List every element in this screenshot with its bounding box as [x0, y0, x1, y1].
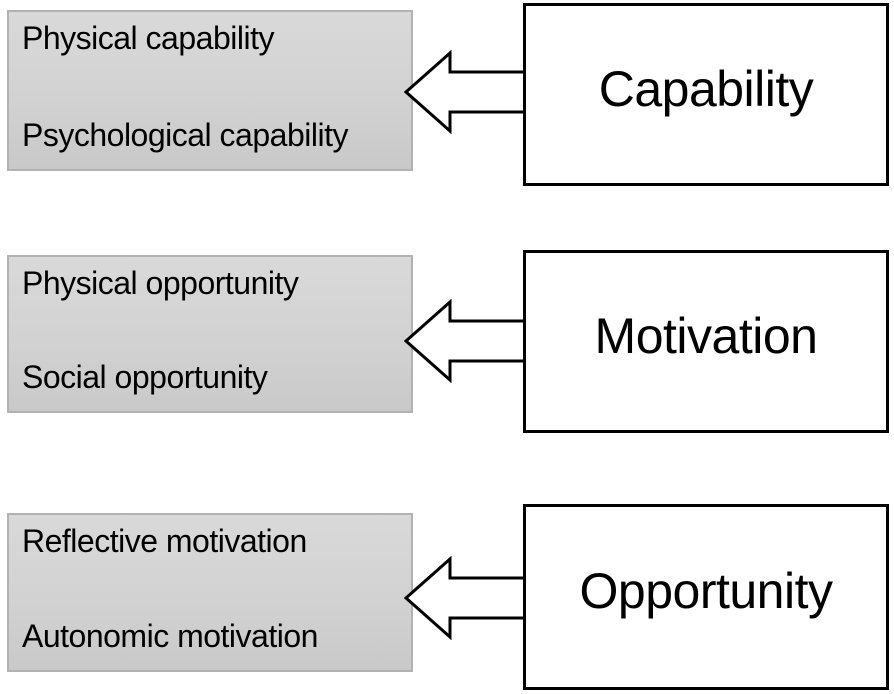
- left-block-arrow-icon: [404, 556, 526, 640]
- source-box-motivation: Reflective motivation Autonomic motivati…: [7, 513, 413, 672]
- target-box-motivation: Motivation: [523, 250, 889, 433]
- source-label: Psychological capability: [22, 117, 348, 153]
- source-box-opportunity: Physical opportunity Social opportunity: [7, 255, 413, 413]
- target-box-capability: Capability: [523, 3, 889, 186]
- source-label: Reflective motivation: [22, 523, 307, 559]
- left-block-arrow-icon: [404, 50, 526, 134]
- target-label: Opportunity: [579, 563, 833, 619]
- target-label: Motivation: [594, 307, 818, 364]
- source-label: Autonomic motivation: [22, 618, 318, 654]
- source-label: Physical opportunity: [22, 265, 299, 301]
- source-label: Social opportunity: [22, 359, 268, 395]
- source-label: Physical capability: [22, 20, 274, 56]
- left-block-arrow-icon: [404, 299, 526, 383]
- target-label: Capability: [598, 60, 814, 117]
- source-box-capability: Physical capability Psychological capabi…: [7, 10, 413, 171]
- target-box-opportunity: Opportunity: [523, 504, 889, 690]
